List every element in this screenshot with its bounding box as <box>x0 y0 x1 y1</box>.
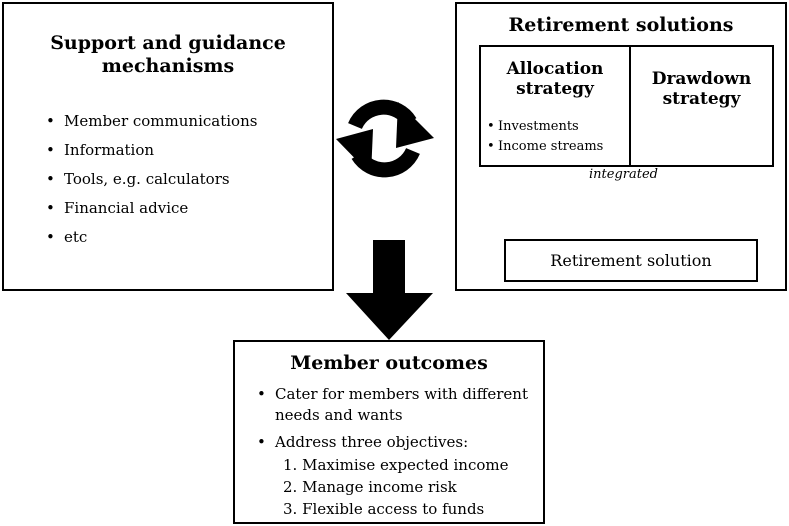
drawdown-title: Drawdown strategy <box>631 69 772 110</box>
retirement-solution-box: Retirement solution <box>504 239 758 282</box>
integrated-label: integrated <box>589 167 658 182</box>
list-item: etc <box>46 223 257 252</box>
allocation-list: Investments Income streams <box>487 117 603 157</box>
member-outcomes-box: Member outcomes • Cater for members with… <box>233 340 545 524</box>
list-item: 1. Maximise expected income <box>283 456 509 474</box>
support-title: Support and guidance mechanisms <box>4 32 332 78</box>
allocation-title-line1: Allocation <box>506 59 604 79</box>
outcomes-title: Member outcomes <box>290 352 488 374</box>
outcomes-bullet-1-line2: needs and wants <box>275 406 403 424</box>
drawdown-strategy-box: Drawdown strategy <box>629 45 774 167</box>
allocation-strategy-box: Allocation strategy Investments Income s… <box>479 45 631 167</box>
allocation-title-line2: strategy <box>516 79 594 100</box>
retirement-solutions-box: Retirement solutions Allocation strategy… <box>455 2 787 291</box>
list-item: Tools, e.g. calculators <box>46 165 257 194</box>
outcomes-bullet-1-line1: Cater for members with different <box>275 385 528 403</box>
list-item: Income streams <box>487 137 603 157</box>
list-item: Information <box>46 136 257 165</box>
outcomes-bullet-2: • Address three objectives: <box>257 433 469 451</box>
cycle-icon <box>336 99 434 178</box>
objectives-list: 1. Maximise expected income 2. Manage in… <box>283 454 508 520</box>
list-item: 2. Manage income risk <box>283 478 457 496</box>
list-item: 3. Flexible access to funds <box>283 500 485 518</box>
allocation-title: Allocation strategy <box>481 59 629 100</box>
down-arrow-icon <box>346 240 433 340</box>
support-title-line1: Support and guidance <box>50 32 286 54</box>
list-item: Member communications <box>46 107 257 136</box>
list-item: Financial advice <box>46 194 257 223</box>
drawdown-title-line2: strategy <box>662 89 741 110</box>
support-list: Member communications Information Tools,… <box>46 107 257 252</box>
outcomes-bullet-2-text: Address three objectives: <box>275 433 469 451</box>
support-title-line2: mechanisms <box>101 54 235 77</box>
retirement-solution-label: Retirement solution <box>550 251 712 270</box>
list-item: Investments <box>487 117 603 137</box>
drawdown-title-line1: Drawdown <box>651 69 752 89</box>
outcomes-bullet-1: • Cater for members with different needs… <box>257 385 528 424</box>
support-box: Support and guidance mechanisms Member c… <box>2 2 334 291</box>
retirement-title: Retirement solutions <box>508 14 734 36</box>
